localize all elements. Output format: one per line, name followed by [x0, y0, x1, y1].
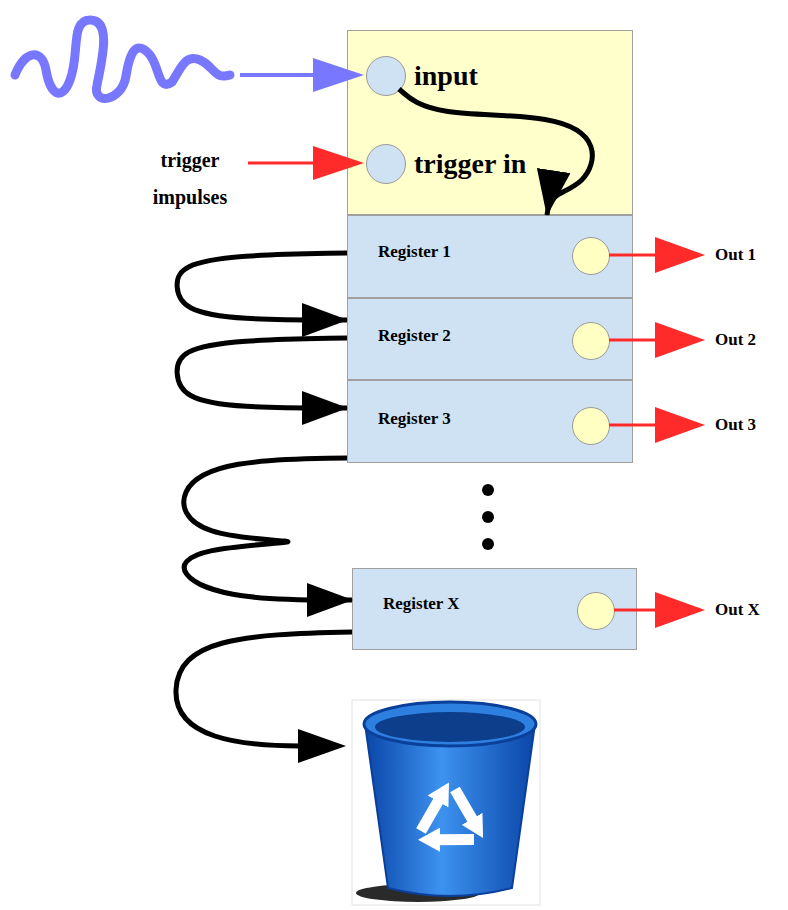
shift-arrow	[184, 458, 352, 600]
port-circle	[572, 322, 610, 360]
shift-arrow	[177, 338, 347, 408]
output-label: Out 3	[715, 414, 756, 436]
register-box: Register X	[352, 568, 637, 650]
port-circle	[366, 144, 406, 184]
trigger-arrow	[248, 162, 318, 165]
register-box: Register 2	[347, 298, 633, 380]
register-label: Register 2	[378, 326, 451, 346]
discard-arrow	[176, 632, 352, 746]
control-panel: input trigger in	[347, 30, 633, 215]
port-circle	[577, 592, 615, 630]
recycle-bin	[352, 700, 540, 905]
shift-arrow	[177, 253, 347, 320]
output-label: Out 1	[715, 244, 756, 266]
input-arrow	[240, 73, 318, 77]
register-box: Register 1	[347, 215, 633, 298]
output-label: Out 2	[715, 329, 756, 351]
input-waveform	[15, 20, 230, 98]
register-label: Register 1	[378, 242, 451, 262]
register-label: Register 3	[378, 409, 451, 429]
signal-label: trigger impulses	[125, 142, 255, 216]
register-label: Register X	[383, 594, 460, 614]
discard-arrowhead	[298, 729, 346, 763]
register-box: Register 3	[347, 380, 633, 463]
port-circle	[572, 237, 610, 275]
output-label: Out X	[715, 599, 760, 621]
port-label: trigger in	[414, 147, 526, 181]
port-label: input	[414, 59, 478, 93]
ellipsis-dots	[482, 484, 494, 550]
port-circle	[572, 407, 610, 445]
